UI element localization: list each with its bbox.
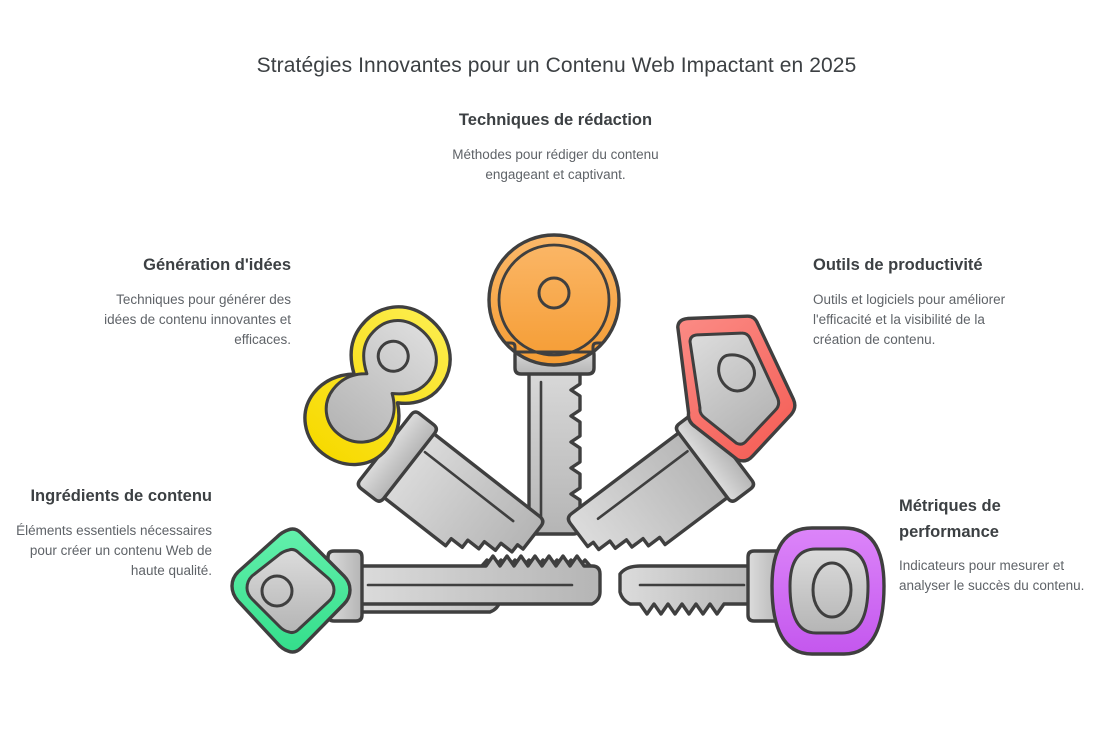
node-title-outils: Outils de productivité xyxy=(813,256,983,274)
orange-round-key xyxy=(487,233,621,536)
node-title-metriques: Métriques de performance xyxy=(899,497,1001,541)
node-title-ingredients: Ingrédients de contenu xyxy=(30,487,212,505)
node-desc-redaction: Méthodes pour rédiger du contenu engagea… xyxy=(452,146,659,182)
purple-rounded-key xyxy=(618,526,886,656)
node-desc-metriques: Indicateurs pour mesurer et analyser le … xyxy=(899,558,1085,594)
node-ingredients-de-contenu: Ingrédients de contenu Éléments essentie… xyxy=(16,484,212,581)
node-techniques-de-redaction: Techniques de rédaction Méthodes pour ré… xyxy=(443,108,668,185)
node-desc-outils: Outils et logiciels pour améliorer l'eff… xyxy=(813,291,1006,348)
green-diamond-key xyxy=(230,527,602,654)
node-desc-idees: Techniques pour générer des idées de con… xyxy=(104,291,291,348)
yellow-clover-key xyxy=(303,305,545,554)
node-title-idees: Génération d'idées xyxy=(143,256,291,274)
page-title: Stratégies Innovantes pour un Contenu We… xyxy=(256,54,857,77)
node-outils-de-productivite: Outils de productivité Outils et logicie… xyxy=(813,253,1013,350)
node-desc-ingredients: Éléments essentiels nécessaires pour cré… xyxy=(16,522,212,579)
red-hexagon-key xyxy=(566,314,797,552)
node-generation-d-idees: Génération d'idées Techniques pour génér… xyxy=(95,253,291,350)
node-title-redaction: Techniques de rédaction xyxy=(458,111,653,129)
node-metriques-de-performance: Métriques de performance Indicateurs pou… xyxy=(899,494,1089,597)
